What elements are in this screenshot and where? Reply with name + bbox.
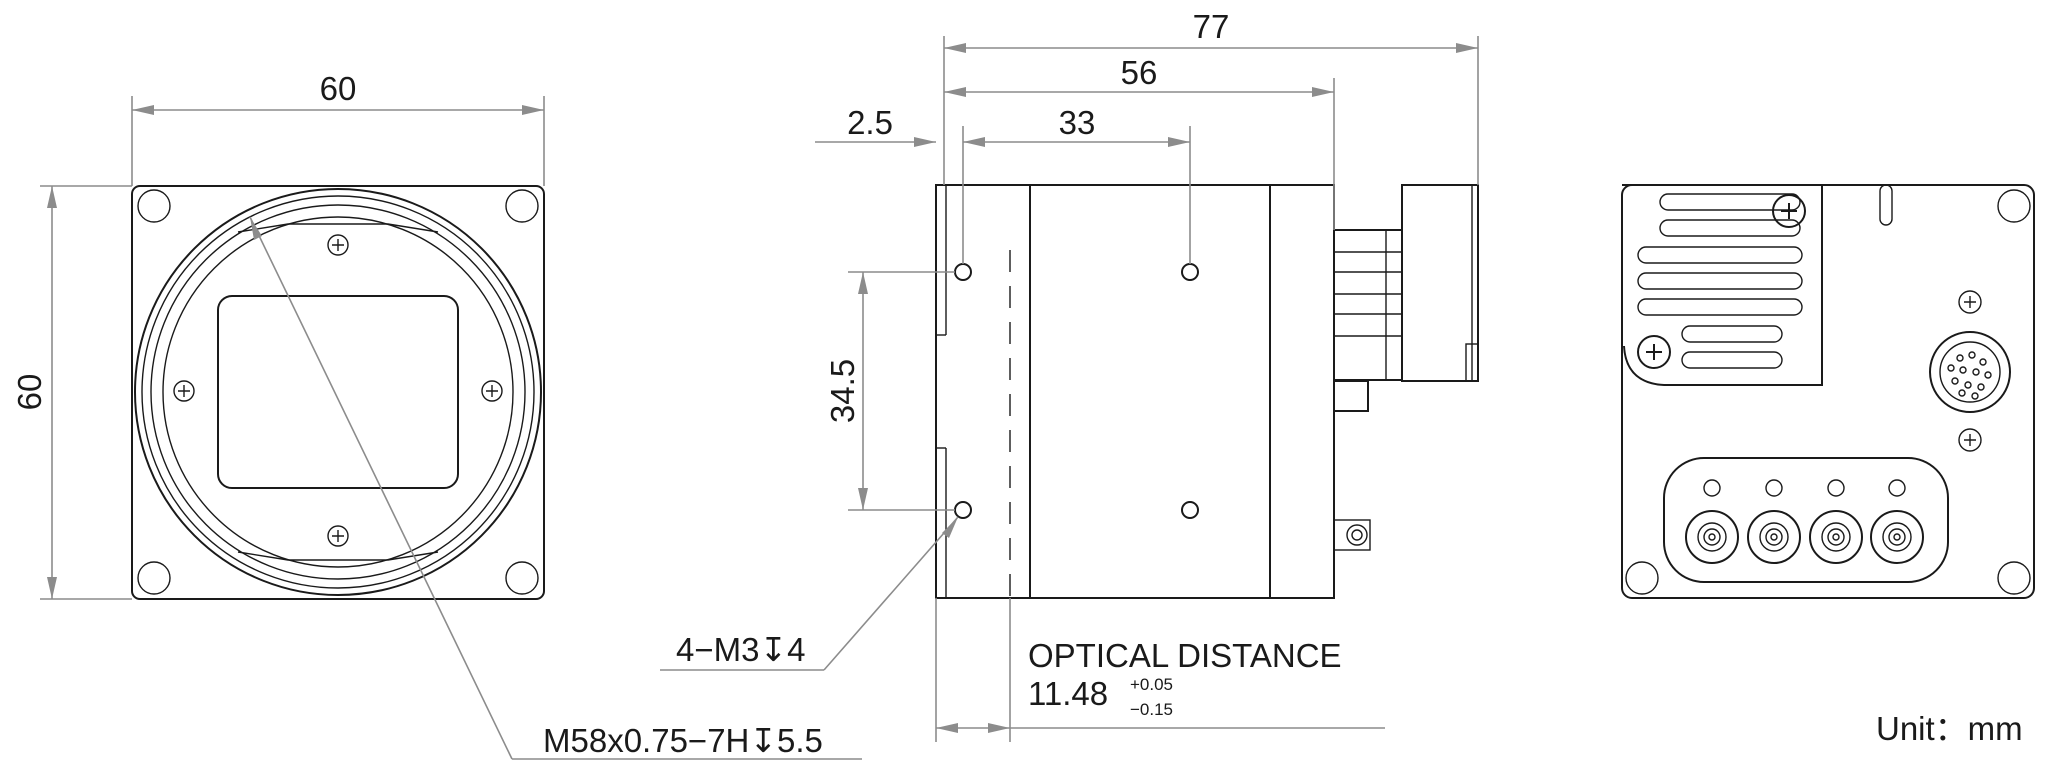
front-view: 60 60 M58x0.75−7H↧5.5 bbox=[11, 70, 862, 760]
side-rear-section bbox=[1269, 184, 1335, 599]
optical-distance-label: OPTICAL DISTANCE bbox=[1028, 637, 1342, 674]
lens-thread-label: M58x0.75−7H↧5.5 bbox=[543, 722, 823, 759]
side-front-flange bbox=[935, 184, 1031, 599]
io-screw-icon-top bbox=[1958, 290, 1982, 314]
side-front-offset-dimension: 2.5 bbox=[815, 104, 936, 147]
side-hole-bottom-right bbox=[1181, 501, 1199, 519]
side-hole-vertical-label: 34.5 bbox=[824, 359, 861, 423]
coax-port-3 bbox=[1809, 510, 1863, 564]
rear-corner-hole-top-right bbox=[1997, 189, 2031, 223]
screw-icon-top bbox=[327, 234, 349, 256]
rear-view bbox=[1621, 184, 2035, 599]
side-total-length-dimension: 77 bbox=[943, 8, 1479, 185]
vent-slots bbox=[1637, 193, 1803, 369]
mount-plate-top-edge bbox=[237, 223, 439, 233]
optical-distance-tolerance-plus: +0.05 bbox=[1130, 675, 1173, 694]
optical-distance-dimension: OPTICAL DISTANCE 11.48 +0.05 −0.15 bbox=[935, 598, 1385, 742]
io-screw-icon-bottom bbox=[1958, 428, 1982, 452]
optical-distance-tolerance-minus: −0.15 bbox=[1130, 700, 1173, 719]
lens-mount-inner-ring bbox=[162, 216, 514, 568]
side-hole-top-left bbox=[954, 263, 972, 281]
rear-body-outline bbox=[1621, 184, 2035, 599]
screw-icon-right bbox=[481, 380, 503, 402]
front-height-label: 60 bbox=[11, 374, 48, 411]
corner-hole-top-left bbox=[137, 189, 171, 223]
side-hole-vertical-dimension: 34.5 bbox=[824, 271, 955, 511]
side-view: 77 56 33 2.5 bbox=[660, 8, 1479, 742]
lens-mount-outer-ring bbox=[134, 188, 542, 596]
screw-icon-bottom bbox=[327, 525, 349, 547]
side-hole-pitch-label: 33 bbox=[1059, 104, 1096, 141]
side-main-body bbox=[1029, 184, 1271, 599]
corner-hole-bottom-left bbox=[137, 561, 171, 595]
front-width-label: 60 bbox=[320, 70, 357, 107]
side-body-length-dimension: 56 bbox=[944, 54, 1335, 230]
mount-holes-callout: 4−M3↧4 bbox=[660, 516, 959, 671]
side-hole-pitch-dimension: 33 bbox=[962, 104, 1191, 264]
rear-indicator-slot bbox=[1879, 184, 1893, 226]
side-front-offset-label: 2.5 bbox=[847, 104, 893, 141]
unit-label: Unit：mm bbox=[1876, 710, 2023, 747]
lens-mount-ring-3 bbox=[150, 204, 526, 580]
io-connector bbox=[1929, 331, 2011, 413]
coax-port-4 bbox=[1870, 510, 1924, 564]
side-total-length-label: 77 bbox=[1193, 8, 1230, 45]
side-lower-block bbox=[1333, 380, 1369, 412]
mount-holes-label: 4−M3↧4 bbox=[676, 631, 805, 668]
mount-plate-bottom-edge bbox=[237, 551, 439, 561]
coax-port-1 bbox=[1685, 510, 1739, 564]
status-led-row bbox=[1703, 479, 1906, 497]
vent-screw-icon-top bbox=[1772, 194, 1806, 228]
front-width-dimension: 60 bbox=[131, 70, 545, 186]
rear-corner-hole-bottom-left bbox=[1625, 561, 1659, 595]
corner-hole-bottom-right bbox=[505, 561, 539, 595]
lens-thread-callout: M58x0.75−7H↧5.5 bbox=[249, 216, 862, 760]
screw-icon-left bbox=[173, 380, 195, 402]
corner-hole-top-right bbox=[505, 189, 539, 223]
coax-port-2 bbox=[1747, 510, 1801, 564]
rear-corner-hole-bottom-right bbox=[1997, 561, 2031, 595]
vent-screw-icon-bottom bbox=[1637, 335, 1671, 369]
front-body-outline bbox=[131, 185, 545, 600]
optical-distance-value: 11.48 bbox=[1028, 675, 1108, 712]
lens-mount-ring-2 bbox=[141, 195, 535, 589]
rear-vent-panel bbox=[1622, 184, 1823, 386]
side-body-length-label: 56 bbox=[1121, 54, 1158, 91]
side-ground-screw bbox=[1333, 519, 1371, 551]
side-back-cover bbox=[1401, 184, 1479, 382]
front-height-dimension: 60 bbox=[11, 185, 132, 600]
sensor-window bbox=[217, 295, 459, 489]
interface-panel bbox=[1663, 457, 1949, 583]
side-hole-top-right bbox=[1181, 263, 1199, 281]
side-hole-bottom-left bbox=[954, 501, 972, 519]
